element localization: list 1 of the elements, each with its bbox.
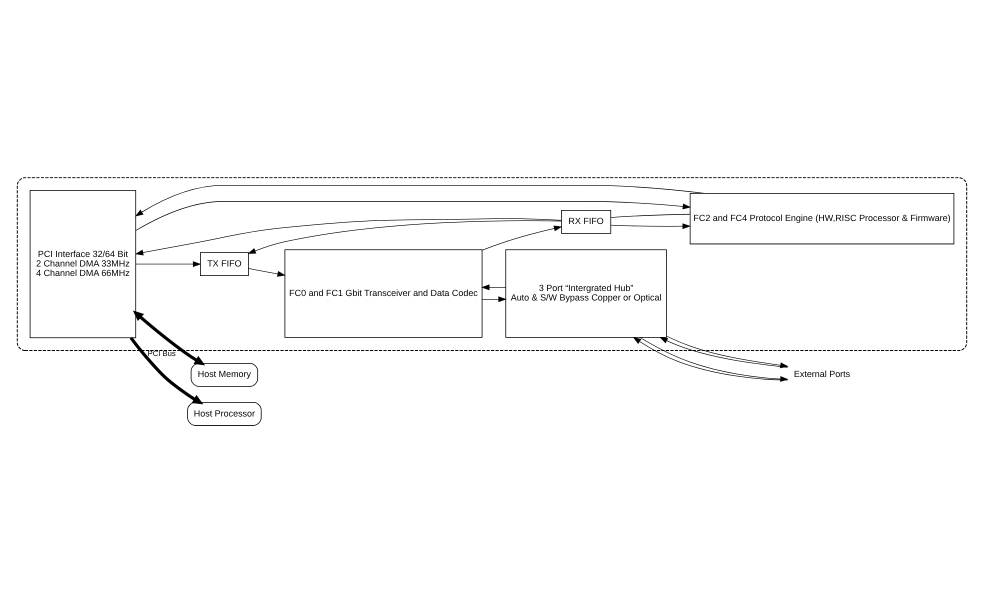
- node-text: External Ports: [794, 369, 850, 380]
